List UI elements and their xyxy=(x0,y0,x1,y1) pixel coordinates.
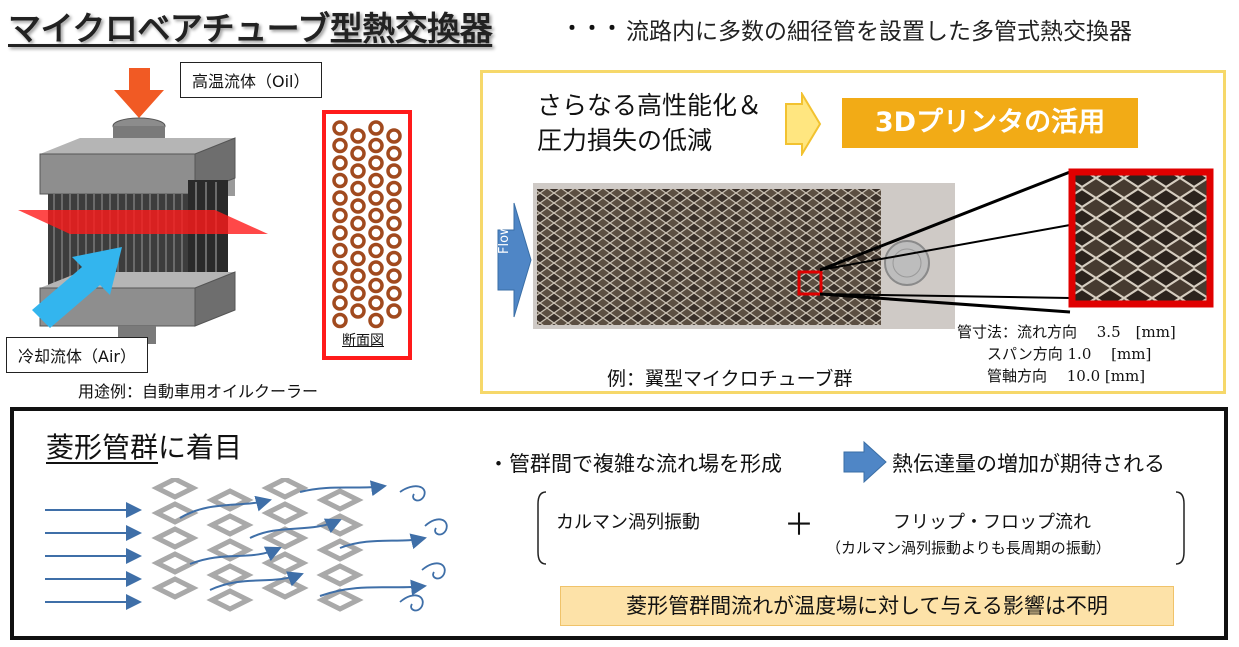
tube-ring xyxy=(386,145,402,162)
title-dots: ・・・ xyxy=(562,16,622,40)
tube-ring xyxy=(332,260,348,276)
arrow-right-icon xyxy=(785,92,822,156)
tube-ring xyxy=(332,295,348,311)
tube-ring xyxy=(350,285,366,302)
flip-flop-note: （カルマン渦列振動よりも長周期の振動） xyxy=(826,539,1111,557)
tube-ring xyxy=(368,155,384,171)
tube-ring xyxy=(368,295,384,311)
tube-ring xyxy=(350,233,366,249)
tube-ring xyxy=(350,250,366,267)
rhombic-tube xyxy=(261,576,309,600)
point-text: ・管群間で複雑な流れ場を形成 xyxy=(488,452,782,476)
rhombic-tube xyxy=(151,478,199,500)
tube-ring xyxy=(368,242,384,259)
tube-ring xyxy=(386,233,402,249)
rhombic-tube xyxy=(261,478,309,500)
cooling-fluid-label: 冷却流体（Air） xyxy=(6,337,148,373)
tube-ring xyxy=(350,198,366,214)
rhombic-tube xyxy=(151,526,199,550)
rhombic-tube xyxy=(316,588,364,612)
zoomed-photo xyxy=(1068,168,1214,308)
tube-ring xyxy=(350,128,366,144)
tube-ring xyxy=(350,163,366,179)
subtitle: 流路内に多数の細径管を設置した多管式熱交換器 xyxy=(626,19,1132,45)
tube-ring xyxy=(368,207,384,224)
section-plane xyxy=(18,210,268,234)
tube-ring xyxy=(332,225,348,241)
tube-ring xyxy=(386,180,402,197)
tube-ring xyxy=(386,163,402,179)
focus-title: 菱形管群に着目 xyxy=(46,431,243,464)
tube-ring xyxy=(386,198,402,214)
rhombic-flow-diagram xyxy=(45,478,448,612)
tube-ring xyxy=(350,268,366,284)
karman-vortex-label: カルマン渦列振動 xyxy=(556,512,700,533)
tube-ring xyxy=(332,277,348,294)
tube-ring xyxy=(350,215,366,232)
rhombic-tube xyxy=(316,563,364,587)
tube-ring xyxy=(368,190,384,206)
3d-printer-callout: 3Dプリンタの活用 xyxy=(842,98,1138,148)
tube-ring xyxy=(368,172,384,189)
tube-dimensions: 管寸法：流れ方向 3.5 [mm] スパン方向 1.0 [mm] 管軸方向 10… xyxy=(957,323,1176,385)
hot-fluid-label: 高温流体（Oil） xyxy=(180,62,322,98)
rhombic-tube xyxy=(206,563,254,587)
tube-ring xyxy=(332,172,348,189)
usage-example: 用途例：自動車用オイルクーラー xyxy=(78,382,319,401)
tube-ring xyxy=(386,215,402,232)
tube-ring xyxy=(350,303,366,319)
arrow-right-icon xyxy=(843,440,887,484)
tube-ring xyxy=(386,268,402,284)
zoom-lines xyxy=(820,170,1071,314)
tube-ring xyxy=(350,180,366,197)
flip-flop-label: フリップ・フロップ流れ xyxy=(893,512,1091,533)
tube-ring xyxy=(332,242,348,259)
rhombic-tube xyxy=(261,501,309,525)
tube-ring xyxy=(386,285,402,302)
plus-sign: ＋ xyxy=(784,508,814,543)
goal-text: さらなる高性能化＆ 圧力損失の低減 xyxy=(537,91,763,155)
rhombic-tube-panel xyxy=(10,407,1228,640)
rhombic-tube xyxy=(206,513,254,537)
heat-exchanger-illustration xyxy=(18,68,268,344)
tube-ring xyxy=(368,312,384,329)
tube-ring xyxy=(332,207,348,224)
tube-ring xyxy=(332,120,348,136)
tube-ring xyxy=(386,128,402,144)
conclusion-box: 菱形管群間流れが温度場に対して与える影響は不明 xyxy=(560,586,1174,626)
rhombic-tube xyxy=(261,551,309,575)
tube-ring xyxy=(368,225,384,241)
tube-ring xyxy=(368,137,384,154)
flow-arrow xyxy=(497,202,532,318)
tube-ring xyxy=(332,155,348,171)
tube-ring xyxy=(368,260,384,276)
tube-ring xyxy=(368,277,384,294)
flow-label: Flow xyxy=(497,224,512,254)
tube-ring xyxy=(368,120,384,136)
rhombic-tube xyxy=(261,526,309,550)
point-result: 熱伝達量の増加が期待される xyxy=(892,452,1165,476)
tube-ring xyxy=(332,312,348,329)
rhombic-tube xyxy=(151,551,199,575)
tube-ring xyxy=(332,190,348,206)
3d-printer-panel xyxy=(480,70,1226,394)
rhombic-tube xyxy=(316,488,364,512)
microtube-photo xyxy=(533,183,955,329)
tube-ring xyxy=(350,145,366,162)
tube-ring xyxy=(386,250,402,267)
hot-fluid-arrow xyxy=(114,68,164,118)
tube-ring xyxy=(332,137,348,154)
cross-section-label: 断面図 xyxy=(342,333,384,349)
page-title: マイクロベアチューブ型熱交換器 xyxy=(8,9,493,48)
cooling-air-arrow xyxy=(32,247,122,328)
photo-caption: 例：翼型マイクロチューブ群 xyxy=(607,368,853,390)
cross-section-diagram xyxy=(322,110,412,360)
tube-ring xyxy=(386,303,402,319)
rhombic-tube xyxy=(151,576,199,600)
rhombic-tube xyxy=(151,501,199,525)
rhombic-tube xyxy=(206,588,254,612)
phenomena-brackets xyxy=(537,491,1185,565)
